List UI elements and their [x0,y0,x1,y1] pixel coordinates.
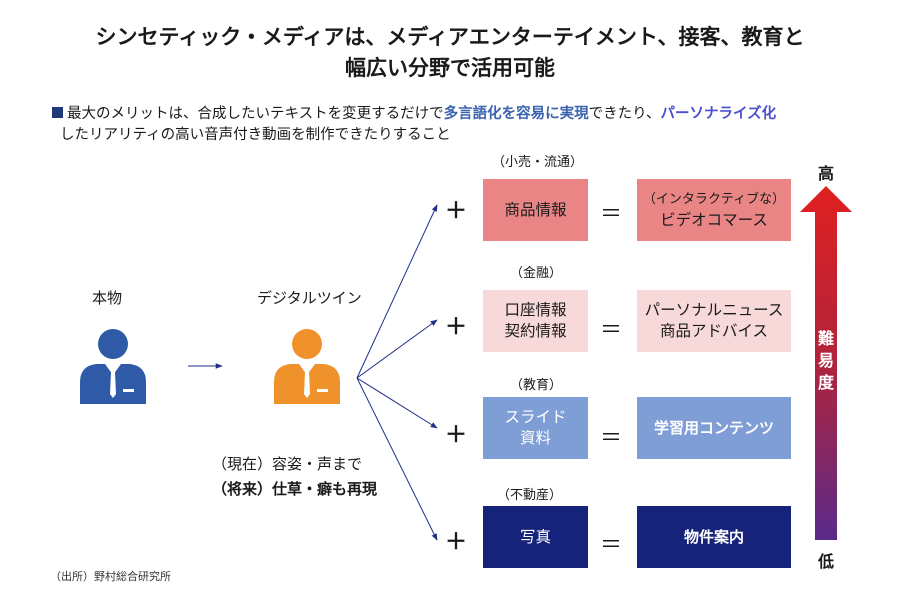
input-text-finance-1: 口座情報 [504,301,567,319]
current-label: （現在） [212,455,273,473]
input-text-finance-2: 契約情報 [504,322,567,340]
future-text: 仕草・癖も再現 [272,480,378,498]
branch-line-realestate [356,377,438,541]
output-text-education-1: 学習用コンテンツ [653,418,774,437]
output-box-finance: パーソナルニュース 商品アドバイス [637,290,791,352]
title-line-2: 幅広い分野で活用可能 [345,56,555,80]
equals-sign-finance: ＝ [600,318,623,343]
output-box-realestate: 物件案内 [637,506,791,568]
difficulty-char-2: 易 [817,351,834,370]
title-line-1: シンセティック・メディアは、メディアエンターテイメント、接客、教育と [95,25,805,49]
difficulty-char-3: 度 [817,373,834,392]
bullet-text-2: できたり、 [588,106,661,122]
digital-twin-label: デジタルツイン [257,289,362,307]
plus-sign-retail: ＋ [445,199,468,224]
plus-sign-education: ＋ [445,423,468,448]
output-text-finance-1: パーソナルニュース [644,301,784,319]
category-realestate: （不動産） [497,488,563,503]
branch-line-finance [356,319,438,379]
current-capability: （現在）容姿・声まで [212,452,377,477]
digital-twin-person-icon [274,329,340,404]
bullet-text-line-2: したリアリティの高い音声付き動画を制作できたりすること [60,127,451,143]
bullet-text-1: 最大のメリットは、合成したいテキストを変更するだけで [67,106,444,122]
future-label: （将来） [212,480,273,498]
equals-sign-education: ＝ [600,426,623,451]
bullet-highlight-multilingual: 多言語化を容易に実現 [443,106,589,122]
equals-sign-retail: ＝ [600,202,623,227]
input-box-education: スライド 資料 [483,397,588,459]
bullet-point: 最大のメリットは、合成したいテキストを変更するだけで多言語化を容易に実現できたり… [52,104,776,146]
difficulty-char-1: 難 [817,329,834,348]
branch-line-education [356,377,438,429]
plus-sign-finance: ＋ [445,315,468,340]
future-capability: （将来）仕草・癖も再現 [212,477,377,502]
input-text-education-1: スライド [504,408,567,426]
output-box-education: 学習用コンテンツ [637,397,791,459]
output-text-finance-2: 商品アドバイス [659,322,769,340]
difficulty-axis-label: 難 易 度 [815,328,837,394]
difficulty-low-label: 低 [818,552,835,571]
input-text-retail-1: 商品情報 [504,200,567,219]
category-education: （教育） [510,378,563,393]
difficulty-arrow [800,186,852,540]
input-text-realestate-1: 写真 [519,527,551,546]
category-retail: （小売・流通） [492,155,584,170]
output-box-retail: （インタラクティブな） ビデオコマース [637,179,791,241]
plus-sign-realestate: ＋ [445,530,468,555]
branch-line-retail [356,204,438,379]
square-bullet-icon [52,107,63,118]
slide-title: シンセティック・メディアは、メディアエンターテイメント、接客、教育と 幅広い分野… [0,22,900,84]
input-box-finance: 口座情報 契約情報 [483,290,588,352]
output-text-retail-2: ビデオコマース [660,211,768,229]
original-person-icon [80,329,146,404]
output-text-realestate-1: 物件案内 [683,527,744,546]
input-box-retail: 商品情報 [483,179,588,241]
bullet-highlight-personalize: パーソナライズ化 [660,106,777,122]
source-note: （出所）野村総合研究所 [50,570,171,583]
difficulty-high-label: 高 [818,164,835,183]
input-text-education-2: 資料 [519,429,551,447]
current-text: 容姿・声まで [272,455,363,473]
category-finance: （金融） [510,266,563,281]
original-label: 本物 [92,289,123,307]
input-box-realestate: 写真 [483,506,588,568]
twin-capability-text: （現在）容姿・声まで （将来）仕草・癖も再現 [212,452,377,502]
equals-sign-realestate: ＝ [600,533,623,558]
output-text-retail-1: （インタラクティブな） [642,192,786,207]
